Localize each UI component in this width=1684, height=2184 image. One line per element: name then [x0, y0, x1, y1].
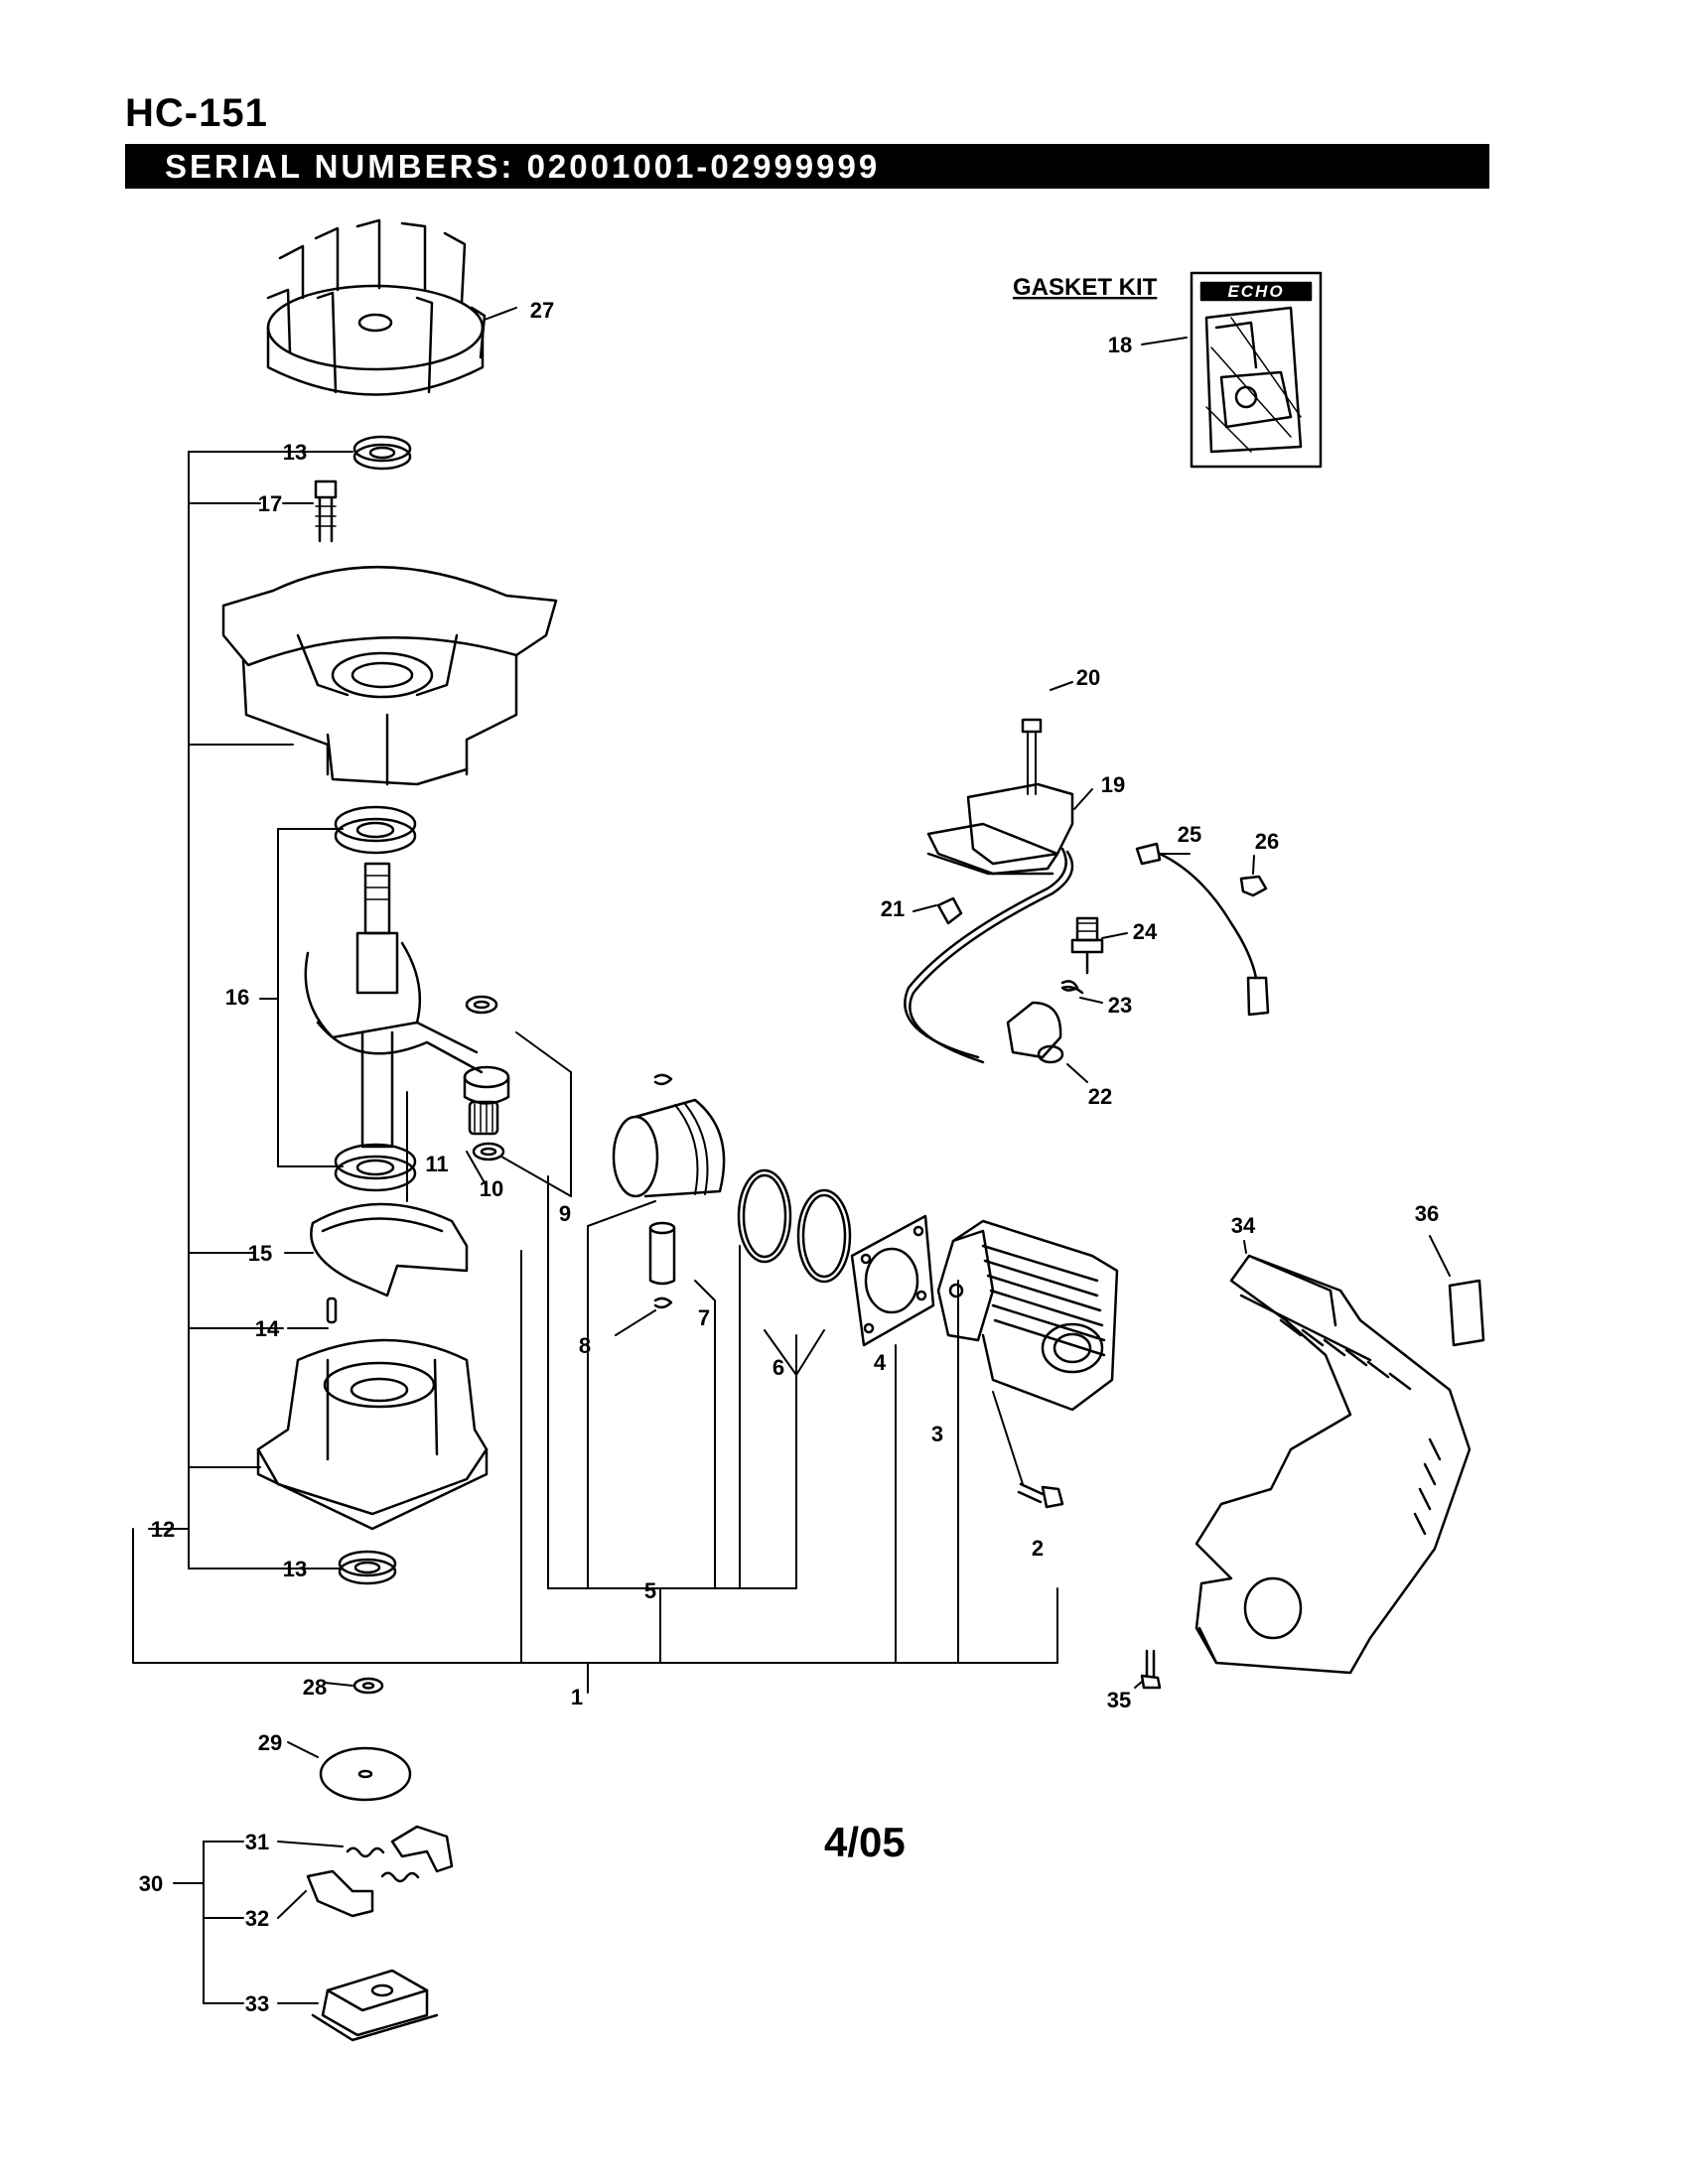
engine-cover-part	[1194, 1254, 1472, 1675]
callout-12: 12	[151, 1517, 175, 1542]
callout-11: 11	[425, 1152, 448, 1176]
cylinder-part	[936, 1219, 1119, 1412]
date-code: 4/05	[824, 1819, 906, 1865]
cylinder-bolt-part	[992, 1391, 1064, 1509]
bearing-lower-part	[334, 1143, 417, 1192]
callout-numbers: 1 2 3 4 5 6 7 8 9 10 11 12 13 13 14 15 1…	[139, 298, 1439, 2016]
callout-19: 19	[1101, 772, 1125, 797]
callout-26: 26	[1255, 829, 1279, 854]
callout-23: 23	[1108, 993, 1132, 1018]
ground-wire-part	[1135, 842, 1270, 1017]
clutch-shoe-part	[306, 1825, 454, 1918]
serial-banner: SERIAL NUMBERS: 02001001-02999999	[125, 144, 1489, 189]
callout-6: 6	[772, 1355, 784, 1380]
clutch-spring-part	[346, 1846, 420, 1883]
washer-part	[352, 1677, 384, 1695]
callout-29: 29	[258, 1730, 282, 1755]
model-title: HC-151	[125, 91, 268, 135]
cylinder-gasket-part	[850, 1214, 935, 1347]
callout-18: 18	[1108, 333, 1132, 357]
bolt-part	[314, 479, 338, 543]
callout-leaders	[277, 337, 1451, 2004]
callout-17: 17	[258, 491, 282, 516]
filter-element-part	[311, 1969, 439, 2042]
crankcase-lower-part	[256, 1338, 489, 1531]
callout-13-top: 13	[283, 440, 307, 465]
callout-33: 33	[245, 1991, 269, 2016]
spark-plug-part	[1070, 916, 1104, 975]
serial-numbers-text: SERIAL NUMBERS: 02001001-02999999	[165, 148, 881, 185]
thrust-washer-part	[465, 995, 505, 1161]
callout-21: 21	[881, 896, 905, 921]
oil-seal-lower-part	[338, 1550, 397, 1585]
clutch-plate-part	[319, 1746, 412, 1802]
flywheel-part	[266, 218, 517, 396]
callout-16: 16	[225, 985, 249, 1010]
nut-part	[1239, 875, 1268, 897]
callout-28: 28	[303, 1675, 327, 1700]
callout-2: 2	[1032, 1536, 1044, 1561]
gasket-kit-label: GASKET KIT	[1013, 274, 1158, 301]
callout-4: 4	[874, 1350, 887, 1375]
callout-15: 15	[248, 1241, 272, 1266]
callout-20: 20	[1076, 665, 1100, 690]
ignition-coil-part	[904, 718, 1093, 1064]
dowel-pin-part	[326, 1297, 338, 1324]
callout-31: 31	[245, 1830, 269, 1854]
piston-part	[612, 1098, 726, 1198]
callout-14: 14	[255, 1316, 280, 1341]
callout-10: 10	[480, 1176, 503, 1201]
circlip-part	[653, 1073, 673, 1309]
piston-pin-part	[648, 1221, 676, 1286]
callout-25: 25	[1178, 822, 1201, 847]
echo-brand-logo: ECHO	[1227, 282, 1284, 301]
needle-bearing-part	[468, 1100, 499, 1136]
crankcase-gasket-part	[310, 1202, 469, 1297]
callout-7: 7	[698, 1305, 710, 1330]
callout-34: 34	[1231, 1213, 1256, 1238]
callout-30: 30	[139, 1871, 163, 1896]
callout-24: 24	[1133, 919, 1158, 944]
callout-3: 3	[931, 1422, 943, 1446]
callout-22: 22	[1088, 1084, 1112, 1109]
piston-ring-part	[737, 1168, 852, 1284]
callout-36: 36	[1415, 1201, 1439, 1226]
callout-9: 9	[559, 1201, 571, 1226]
label-part	[1448, 1279, 1485, 1347]
callout-13-bottom: 13	[283, 1557, 307, 1581]
callout-8: 8	[579, 1333, 591, 1358]
callout-27: 27	[530, 298, 554, 323]
spring-part	[1060, 980, 1084, 995]
cover-screw-part	[1140, 1649, 1162, 1690]
callout-1: 1	[571, 1685, 583, 1709]
callout-5: 5	[644, 1578, 656, 1603]
crankcase-upper-part	[221, 566, 558, 786]
bearing-part	[334, 805, 417, 855]
gasket-kit-part	[1190, 271, 1323, 469]
callout-35: 35	[1107, 1688, 1131, 1712]
spark-plug-boot-part	[1006, 1001, 1064, 1064]
callout-32: 32	[245, 1906, 269, 1931]
grommet-part	[936, 896, 963, 925]
oil-seal-part	[352, 435, 412, 471]
gasket-kit-header: GASKET KIT ECHO	[1013, 274, 1284, 301]
